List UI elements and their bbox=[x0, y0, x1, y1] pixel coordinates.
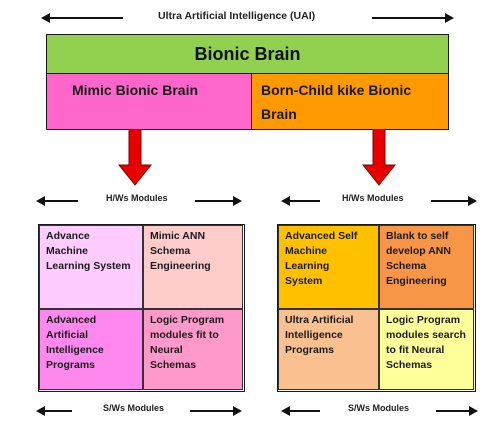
text-line: Engineering bbox=[386, 275, 447, 287]
right-cell-advanced-self-ml: Advanced Self Machine Learning System bbox=[278, 225, 379, 309]
sw-left-label: S/Ws Modules bbox=[103, 403, 165, 413]
text-line: modules fit to bbox=[150, 329, 219, 341]
text-line: Mimic ANN bbox=[150, 230, 206, 242]
hw-right-label: H/Ws Modules bbox=[342, 193, 404, 203]
text-line: Intelligence bbox=[46, 344, 104, 356]
sw-right-arrow-right bbox=[436, 406, 478, 416]
text-line: Intelligence bbox=[285, 329, 343, 341]
red-down-arrow-right bbox=[362, 129, 396, 186]
hw-left-label: H/Ws Modules bbox=[106, 193, 168, 203]
text-line: Schema bbox=[150, 245, 191, 257]
sw-left-arrow-right bbox=[190, 406, 242, 416]
sw-left-arrow-left bbox=[36, 406, 72, 416]
text-line: Learning System bbox=[46, 260, 131, 272]
text-line: Machine bbox=[46, 245, 89, 257]
text-line: Programs bbox=[46, 359, 96, 371]
text-line: Schemas bbox=[386, 359, 433, 371]
text-line: Advance bbox=[46, 230, 90, 242]
right-module-grid: Advanced Self Machine Learning System Bl… bbox=[277, 224, 476, 392]
text-line: to fit Neural bbox=[386, 344, 445, 356]
left-cell-advanced-ai: Advanced Artificial Intelligence Program… bbox=[39, 309, 143, 390]
right-cell-logic-program: Logic Program modules search to fit Neur… bbox=[379, 309, 474, 390]
text-line: Engineering bbox=[150, 260, 211, 272]
mimic-bionic-brain-label: Mimic Bionic Brain bbox=[72, 82, 199, 98]
top-label: Ultra Artificial Intelligence (UAI) bbox=[158, 10, 316, 22]
text-line: Programs bbox=[285, 344, 335, 356]
sw-right-label: S/Ws Modules bbox=[348, 403, 410, 413]
born-child-line-2: Brain bbox=[261, 106, 297, 122]
text-line: develop ANN bbox=[386, 245, 451, 257]
sw-right-arrow-left bbox=[281, 406, 320, 416]
left-cell-mimic-ann: Mimic ANN Schema Engineering bbox=[143, 225, 243, 309]
top-arrow-left bbox=[41, 13, 123, 23]
hw-right-arrow-left bbox=[281, 196, 320, 206]
text-line: Blank to self bbox=[386, 230, 449, 242]
text-line: Logic Program bbox=[386, 314, 461, 326]
text-line: Advanced bbox=[46, 314, 97, 326]
top-arrow-right bbox=[372, 13, 454, 23]
hw-left-arrow-right bbox=[195, 196, 242, 206]
left-cell-advance-ml: Advance Machine Learning System bbox=[39, 225, 143, 309]
mimic-bionic-brain-box: Mimic Bionic Brain bbox=[46, 73, 252, 130]
text-line: Schemas bbox=[150, 359, 197, 371]
text-line: System bbox=[285, 275, 323, 287]
text-line: Advanced Self bbox=[285, 230, 358, 242]
text-line: modules search bbox=[386, 329, 466, 341]
right-cell-ultra-ai: Ultra Artificial Intelligence Programs bbox=[278, 309, 379, 390]
text-line: Neural bbox=[150, 344, 183, 356]
hw-left-arrow-left bbox=[36, 196, 78, 206]
text-line: Schema bbox=[386, 260, 427, 272]
bionic-brain-header: Bionic Brain bbox=[46, 34, 449, 74]
born-child-bionic-brain-box: Born-Child kike Bionic Brain bbox=[251, 73, 449, 130]
bionic-brain-title: Bionic Brain bbox=[194, 44, 301, 64]
text-line: Logic Program bbox=[150, 314, 225, 326]
text-line: Artificial bbox=[46, 329, 89, 341]
text-line: Machine bbox=[285, 245, 328, 257]
text-line: Learning bbox=[285, 260, 330, 272]
left-module-grid: Advance Machine Learning System Mimic AN… bbox=[38, 224, 245, 392]
red-down-arrow-left bbox=[118, 129, 152, 186]
text-line: Ultra Artificial bbox=[285, 314, 354, 326]
born-child-line-1: Born-Child kike Bionic bbox=[261, 82, 412, 98]
right-cell-blank-to-self: Blank to self develop ANN Schema Enginee… bbox=[379, 225, 474, 309]
left-cell-logic-program: Logic Program modules fit to Neural Sche… bbox=[143, 309, 243, 390]
hw-right-arrow-right bbox=[431, 196, 477, 206]
